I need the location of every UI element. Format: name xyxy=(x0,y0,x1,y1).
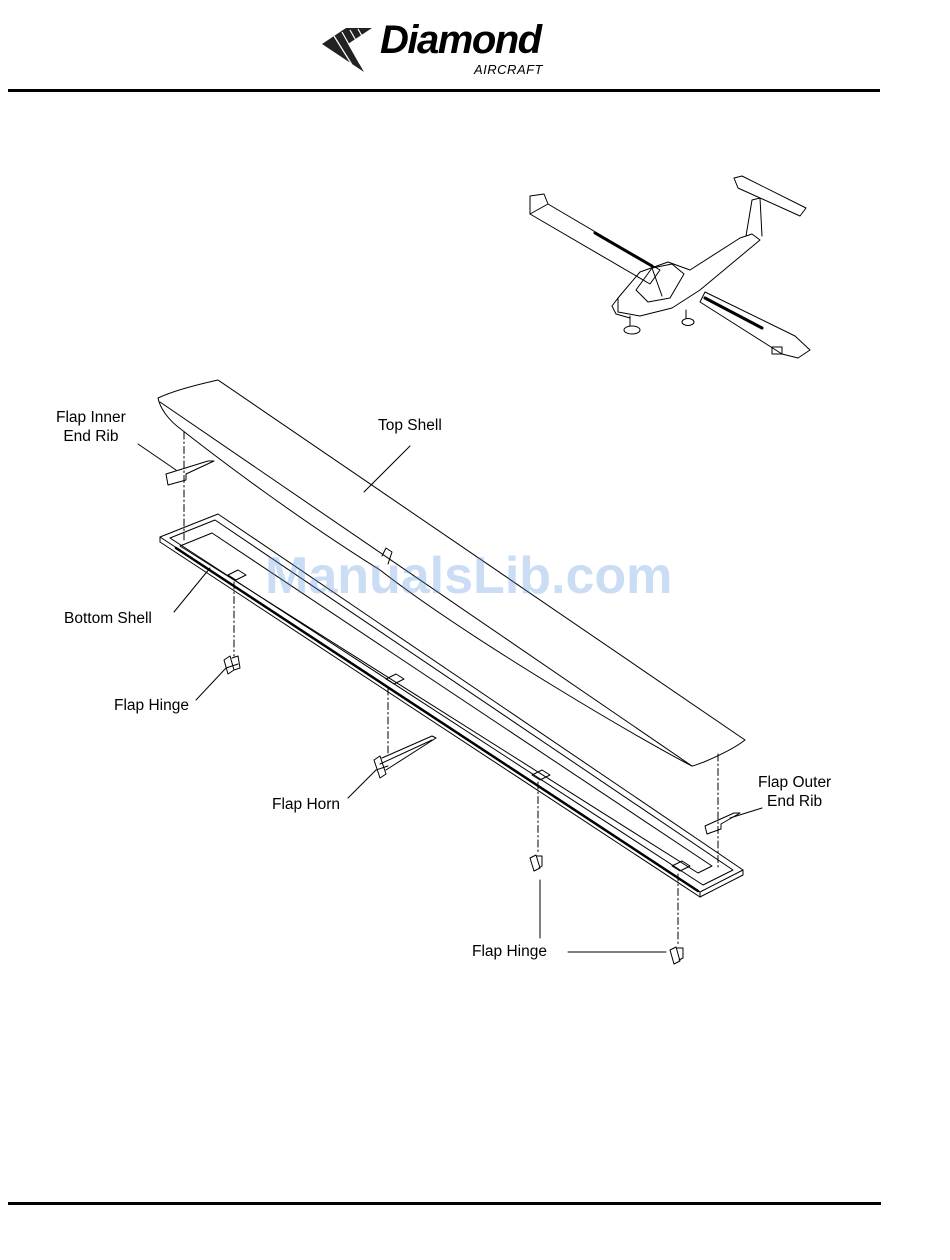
footer-rule xyxy=(8,1202,881,1205)
label-flap-inner-end-rib: Flap Inner End Rib xyxy=(56,408,126,446)
label-flap-horn: Flap Horn xyxy=(272,795,340,814)
flap-hinge-part-1 xyxy=(224,656,240,674)
assembly-guide-lines xyxy=(184,432,718,944)
label-flap-outer-end-rib: Flap Outer End Rib xyxy=(758,773,831,811)
label-flap-hinge-2: Flap Hinge xyxy=(472,942,547,961)
flap-horn-part xyxy=(374,736,436,778)
label-bottom-shell: Bottom Shell xyxy=(64,609,152,628)
flap-inner-end-rib-part xyxy=(166,461,214,485)
label-flap-hinge-1: Flap Hinge xyxy=(114,696,189,715)
aircraft-overview-illustration xyxy=(530,176,810,358)
watermark: ManualsLib.com xyxy=(265,546,672,606)
label-top-shell: Top Shell xyxy=(378,416,442,435)
flap-hinge-part-2 xyxy=(530,855,542,871)
flap-hinge-part-3 xyxy=(670,947,683,964)
